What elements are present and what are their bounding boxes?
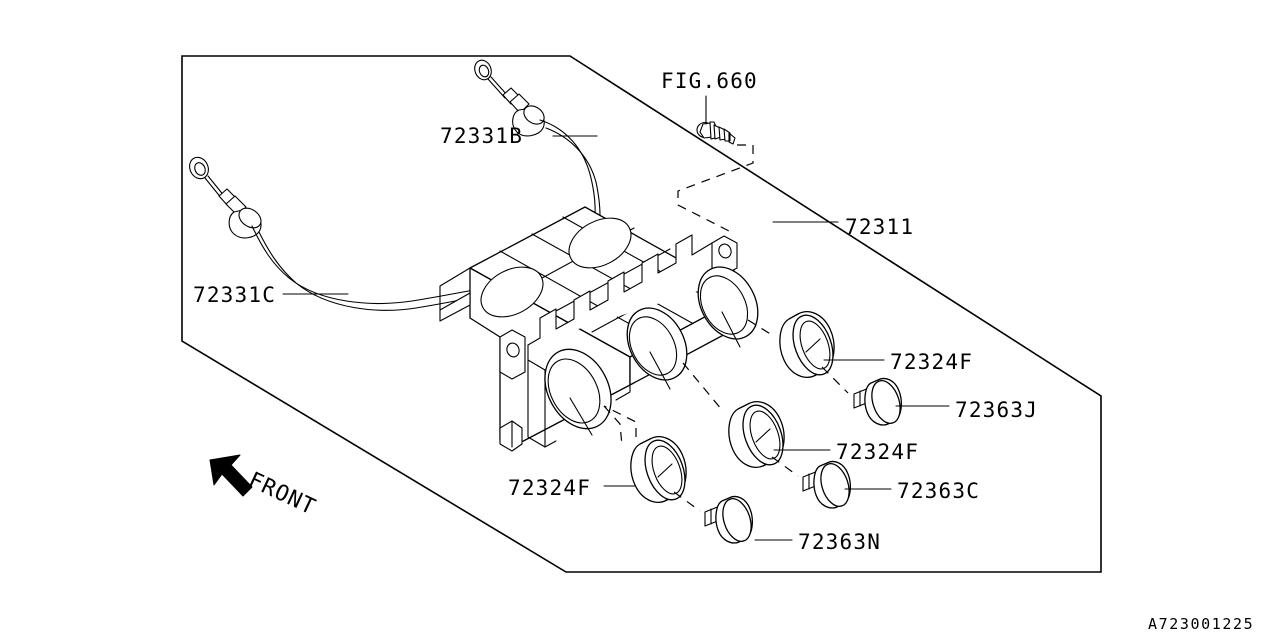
front-label: FRONT	[244, 468, 319, 521]
diagram-border	[181, 55, 1102, 573]
control-knob-lower	[630, 436, 687, 503]
arrow-up-left-icon	[209, 454, 253, 497]
control-knob-middle	[728, 401, 785, 468]
callout-72324f-middle: 72324F	[836, 440, 919, 464]
knob-cap-c	[802, 460, 851, 509]
callout-labels: 72331B FIG.660 72311 72331C 72324F 72363…	[193, 69, 1038, 554]
knob-alignment-dashes	[603, 319, 849, 512]
knob-cap-n	[704, 495, 753, 544]
drawing-number-watermark: A723001225	[1148, 615, 1254, 633]
callout-72363n: 72363N	[798, 530, 881, 554]
callout-fig660: FIG.660	[661, 69, 758, 93]
control-knob-upper	[779, 311, 835, 378]
heater-control-assembly	[439, 206, 759, 452]
callout-72363c: 72363C	[897, 479, 980, 503]
front-orientation-marker: FRONT	[209, 454, 320, 521]
control-cable-upper	[474, 59, 601, 231]
callout-72324f-lower: 72324F	[508, 476, 591, 500]
callout-72331c: 72331C	[193, 283, 276, 307]
callout-72311: 72311	[845, 215, 914, 239]
control-cable-lower	[189, 156, 501, 311]
callout-leaders	[282, 95, 950, 541]
knob-cap-j	[853, 377, 902, 426]
callout-72331b: 72331B	[440, 124, 523, 148]
assembly-guide-dashes	[677, 144, 754, 232]
screw-fastener	[696, 121, 736, 145]
callout-72363j: 72363J	[955, 398, 1038, 422]
callout-72324f-upper: 72324F	[890, 350, 973, 374]
